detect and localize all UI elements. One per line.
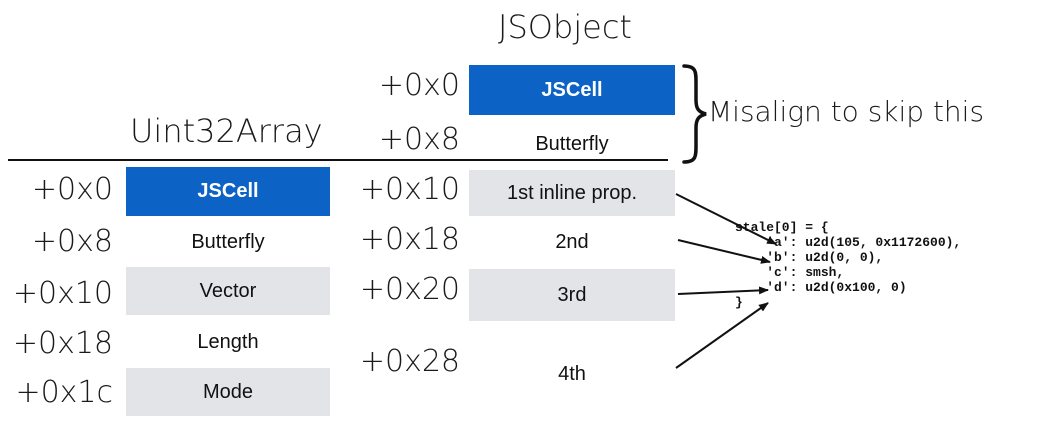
uint32array-offset-0x1c: +0x1c — [15, 375, 113, 410]
uint32array-offset-0x10: +0x10 — [12, 276, 113, 311]
code-line: 'b': u2d(0, 0), — [735, 250, 884, 265]
uint32array-vector: Vector — [126, 267, 330, 315]
misalign-annotation: Misalign to skip this — [708, 95, 985, 128]
jsobject-inline-prop-4: 4th — [558, 362, 586, 385]
jsobject-offset-0x8: +0x8 — [378, 122, 460, 157]
jsobject-offset-0x10: +0x10 — [359, 172, 460, 207]
uint32array-butterfly: Butterfly — [191, 230, 265, 253]
jsobject-offset-0x20: +0x20 — [359, 272, 460, 307]
uint32array-title: Uint32Array — [130, 112, 323, 150]
jsobject-title: JSObject — [498, 8, 632, 46]
jsobject-inline-prop-1: 1st inline prop. — [469, 170, 675, 216]
code-snippet: stale[0] = { 'a': u2d(105, 0x1172600), '… — [735, 220, 961, 310]
code-line: } — [735, 295, 743, 310]
arrow-prop3-to-c — [677, 286, 769, 295]
jsobject-offset-0x18: +0x18 — [359, 222, 460, 257]
jsobject-butterfly: Butterfly — [535, 132, 609, 155]
uint32array-jscell: JSCell — [126, 167, 330, 216]
uint32array-length: Length — [197, 330, 259, 353]
uint32array-mode: Mode — [126, 368, 330, 416]
jsobject-jscell: JSCell — [469, 65, 675, 115]
jsobject-offset-0x0: +0x0 — [378, 68, 460, 103]
jsobject-inline-prop-2: 2nd — [555, 230, 589, 253]
code-line: 'd': u2d(0x100, 0) — [735, 280, 907, 295]
jsobject-offset-0x28: +0x28 — [359, 344, 460, 379]
uint32array-offset-0x18: +0x18 — [12, 326, 113, 361]
header-divider-line — [8, 159, 668, 161]
code-line: stale[0] = { — [735, 220, 829, 235]
code-line: 'c': smsh, — [735, 265, 845, 280]
arrow-prop4-to-d — [675, 302, 769, 369]
jsobject-inline-prop-3: 3rd — [469, 269, 675, 321]
uint32array-offset-0x8: +0x8 — [31, 224, 113, 259]
code-line: 'a': u2d(105, 0x1172600), — [735, 235, 962, 250]
uint32array-offset-0x0: +0x0 — [31, 172, 113, 207]
arrow-prop1-to-a — [675, 193, 777, 245]
arrow-prop2-to-b — [677, 239, 771, 264]
right-brace-icon — [682, 64, 707, 164]
